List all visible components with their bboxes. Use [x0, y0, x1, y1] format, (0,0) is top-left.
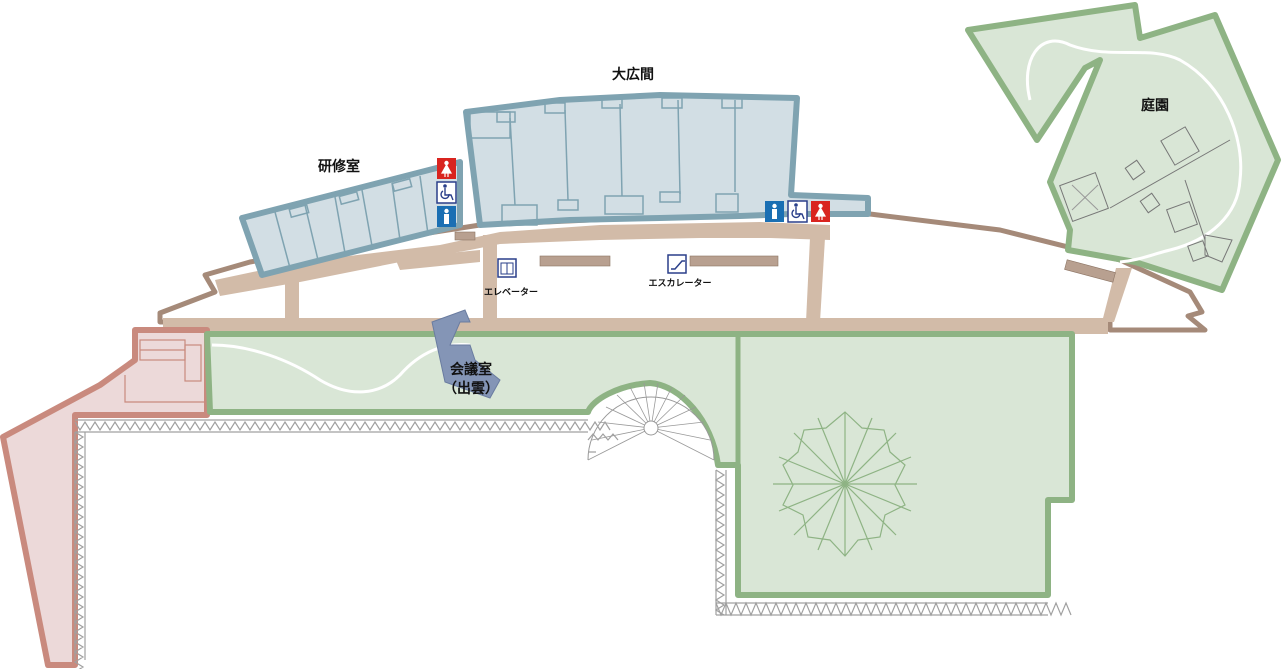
garden-features: [1059, 126, 1233, 263]
restroom-male-icon-2: [765, 201, 784, 222]
corridor-link-2: [483, 235, 497, 322]
railings: [73, 419, 1072, 669]
main-corridor: [163, 318, 1108, 334]
upper-corridor: [215, 222, 830, 296]
corridor-link-3: [806, 238, 825, 322]
grand-hall[interactable]: [463, 92, 871, 228]
accessible-restroom-icon-2: [787, 200, 808, 223]
escalator-label: エスカレーター: [648, 277, 711, 289]
restroom-male-icon: [437, 206, 456, 227]
elevator-icon: [497, 258, 517, 278]
spiral-staircase: [587, 382, 715, 461]
accessible-restroom-icon: [436, 181, 457, 204]
meeting-room[interactable]: [431, 309, 501, 399]
escalator-icon: [667, 254, 687, 274]
training-room-partitions: [274, 175, 429, 269]
corridor-loop: [395, 250, 480, 270]
star-ornament: [773, 411, 917, 557]
meeting-room-sublabel: （出雲）: [443, 380, 499, 397]
training-room-label: 研修室: [318, 158, 360, 175]
grand-hall-partitions: [469, 97, 743, 226]
garden-path: [1025, 39, 1243, 264]
restroom-female-icon-2: [811, 201, 830, 222]
lower-terrace: [204, 331, 1075, 598]
meeting-room-label: 会議室: [450, 361, 492, 378]
training-room[interactable]: [239, 159, 463, 278]
restroom-female-icon: [437, 158, 456, 179]
corridor-link-1: [285, 282, 299, 322]
corridor-link-4: [1102, 268, 1132, 322]
garden-label: 庭園: [1141, 97, 1169, 114]
lower-entrance-area: [0, 327, 210, 668]
elevator-label: エレベーター: [484, 286, 538, 298]
grand-hall-label: 大広間: [612, 66, 654, 83]
terrace-path: [211, 342, 471, 394]
